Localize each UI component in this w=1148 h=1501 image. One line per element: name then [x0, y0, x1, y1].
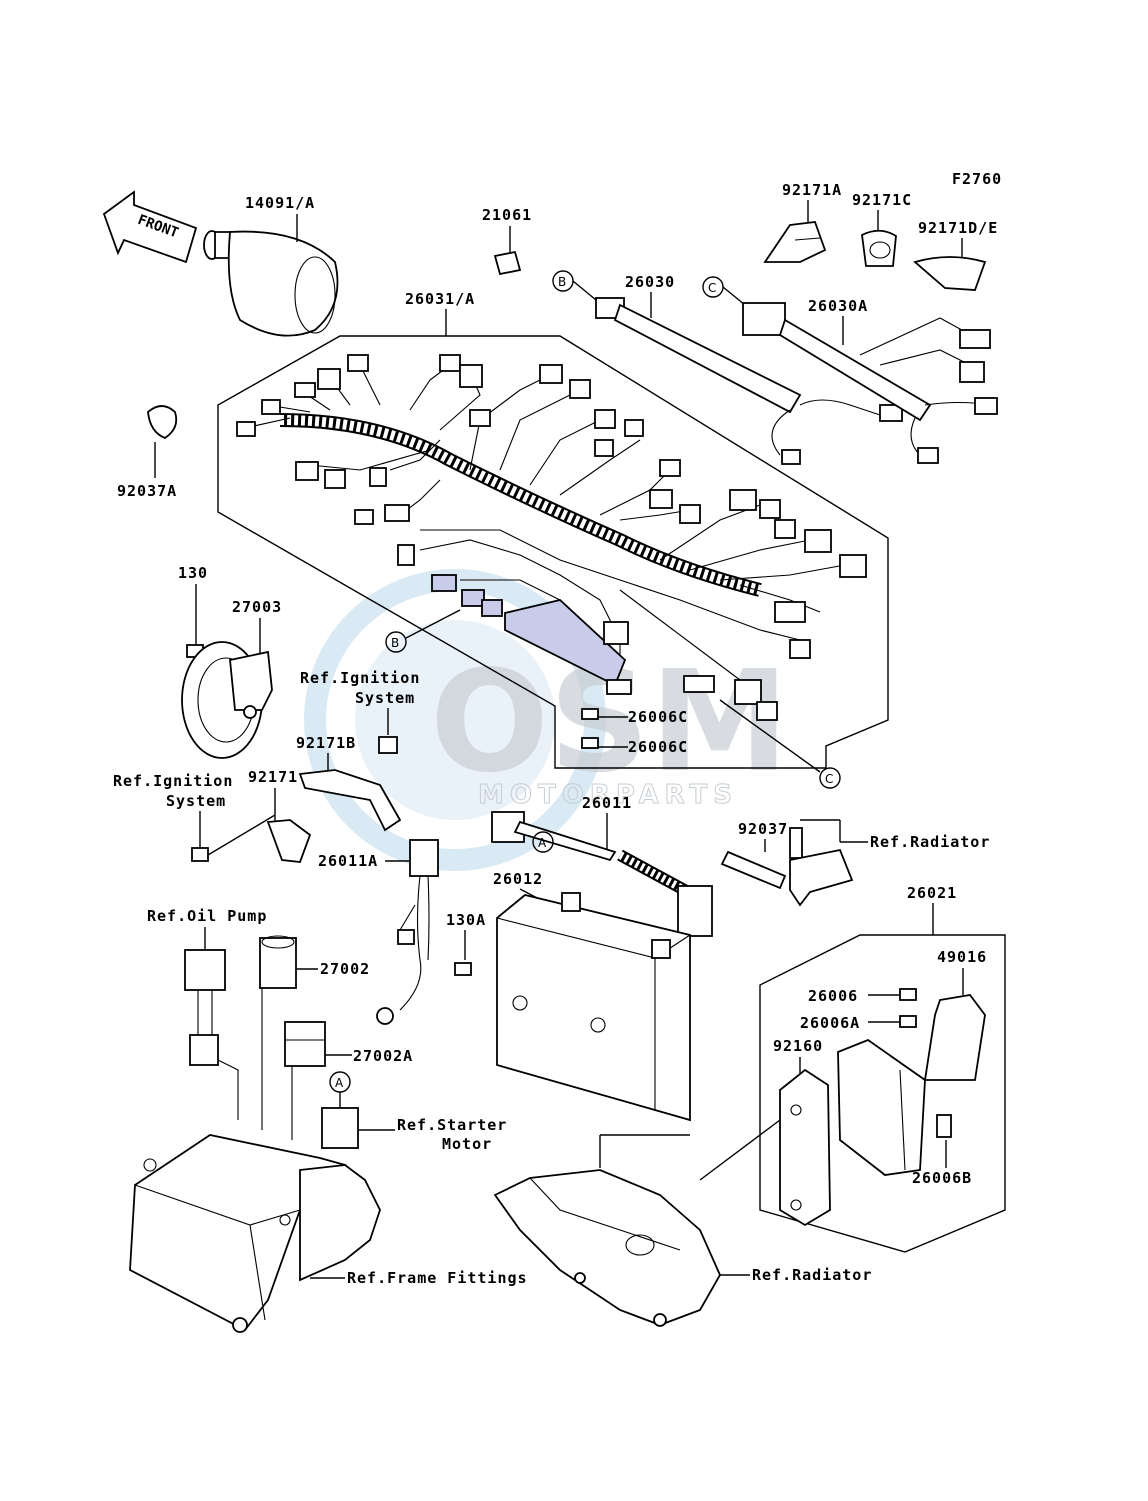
fuse-26006c-1: [581, 708, 599, 720]
relay-oil-pump: [184, 949, 226, 1066]
callout-c-top-letter: C: [708, 281, 716, 295]
front-arrow-icon: FRONT: [102, 190, 198, 264]
label-92171de: 92171D/E: [918, 219, 998, 237]
ecu-connector: [504, 599, 627, 687]
clamp-92171c-icon: [861, 229, 897, 267]
ref-radiator-2: Ref.Radiator: [752, 1266, 872, 1284]
label-92171a: 92171A: [782, 181, 842, 199]
ref-ignition-2-line1: Ref.Ignition: [113, 772, 233, 790]
bolt-130a-icon: [454, 962, 472, 976]
starter-relay: [321, 1107, 359, 1149]
label-26030a: 26030A: [808, 297, 868, 315]
relay-27002: [259, 935, 297, 989]
sub-harness-26030: [595, 297, 903, 465]
fuse-26006-icon: [899, 988, 917, 1001]
ref-frame-fittings: Ref.Frame Fittings: [347, 1269, 528, 1287]
fuse-box-body: [837, 1038, 926, 1176]
callout-c-mid: [819, 767, 841, 789]
radiator-cover: [493, 1169, 722, 1327]
bracket-92037: [720, 827, 854, 907]
battery-26012: [496, 892, 691, 1122]
label-26021: 26021: [907, 884, 957, 902]
label-26031a: 26031/A: [405, 290, 475, 308]
label-26012: 26012: [493, 870, 543, 888]
label-26006b: 26006B: [912, 1169, 972, 1187]
callout-a-mid: [532, 831, 554, 853]
label-27002: 27002: [320, 960, 370, 978]
fuse-box-bracket-92160: [779, 1068, 831, 1227]
label-92037: 92037: [738, 820, 788, 838]
label-92037a: 92037A: [117, 482, 177, 500]
clip-92037a: [147, 405, 178, 440]
ref-ignition-1-line2: System: [355, 689, 415, 707]
ref-starter-line1: Ref.Starter: [397, 1116, 507, 1134]
fuse-26006a-icon: [899, 1015, 917, 1028]
ref-ignition-1-line1: Ref.Ignition: [300, 669, 420, 687]
relay-27002a: [284, 1021, 326, 1067]
label-26011: 26011: [582, 794, 632, 812]
clamp-92171a-icon: [763, 221, 827, 263]
battery-cable-26011: [491, 811, 713, 937]
label-26006c-2: 26006C: [628, 738, 688, 756]
label-92171c: 92171C: [852, 191, 912, 209]
label-26006c-1: 26006C: [628, 708, 688, 726]
ref-ignition-2-line2: System: [166, 792, 226, 810]
label-26006: 26006: [808, 987, 858, 1005]
sub-harness-26030a: [742, 302, 998, 464]
part-21061-connector: [493, 250, 522, 276]
label-27003: 27003: [232, 598, 282, 616]
label-27002a: 27002A: [353, 1047, 413, 1065]
horn-27003: [181, 641, 273, 759]
harness-26031a-outline: [217, 335, 889, 769]
fuse-26006b-icon: [936, 1114, 952, 1138]
label-92171: 92171: [248, 768, 298, 786]
label-92171b: 92171B: [296, 734, 356, 752]
grommet-icon: [378, 736, 398, 754]
label-130: 130: [178, 564, 208, 582]
label-26006a: 26006A: [800, 1014, 860, 1032]
callout-c-mid-letter: C: [825, 772, 833, 786]
callout-b-mid: [385, 631, 407, 653]
clamp-92171de-icon: [913, 256, 987, 291]
fuse-box-cover-49016: [923, 994, 986, 1081]
label-26030: 26030: [625, 273, 675, 291]
callout-b-mid-letter: B: [391, 636, 399, 650]
bracket-92171: [266, 819, 312, 863]
fuse-box-group-outline: [759, 934, 1006, 1253]
bracket-92171b: [298, 769, 402, 832]
callout-a-bottom-letter: A: [335, 1076, 344, 1090]
label-49016: 49016: [937, 948, 987, 966]
callout-b-top-letter: B: [558, 275, 566, 289]
label-92160: 92160: [773, 1037, 823, 1055]
battery-tray: [129, 1134, 381, 1333]
figure-code: F2760: [952, 170, 1002, 188]
ref-oil-pump: Ref.Oil Pump: [147, 907, 267, 925]
main-wiring-harness-26031a: [236, 354, 867, 721]
fuse-26006c-2: [581, 737, 599, 749]
watermark-subtitle: MOTORPARTS: [478, 780, 738, 810]
label-130a: 130A: [446, 911, 486, 929]
label-26011a: 26011A: [318, 852, 378, 870]
ref-starter-line2: Motor: [442, 1135, 492, 1153]
callout-a-mid-letter: A: [538, 836, 547, 850]
battery-cable-26011a: [376, 839, 439, 1025]
nut-icon: [191, 847, 209, 862]
label-14091a: 14091/A: [245, 194, 315, 212]
part-14091a-cover: [203, 230, 339, 337]
ref-radiator-1: Ref.Radiator: [870, 833, 990, 851]
label-21061: 21061: [482, 206, 532, 224]
